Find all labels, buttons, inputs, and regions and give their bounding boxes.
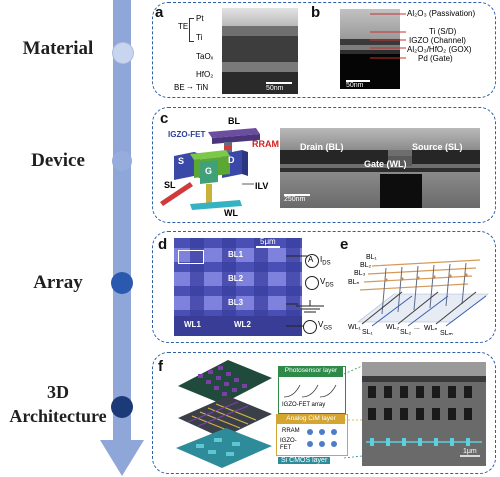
label-rram-f: RRAM — [282, 428, 300, 434]
label-d: D — [228, 155, 235, 165]
vds-source-icon — [305, 276, 319, 290]
label-be: BE — [174, 83, 185, 92]
label-vgs-sub: GS — [323, 325, 333, 332]
label-sl-c: SL — [164, 180, 176, 190]
label-b: b — [311, 4, 321, 21]
label-g: G — [205, 166, 213, 176]
label-bl-c: BL — [228, 116, 240, 126]
label-igzo-fet-f: IGZO-FET — [280, 438, 297, 451]
array-3d-schematic — [357, 259, 489, 327]
label-bl-e-1: BL₁ — [366, 254, 377, 261]
label-e: e — [340, 236, 349, 253]
label-gate: Gate (WL) — [364, 159, 407, 169]
scale-f: 1μm — [463, 448, 477, 455]
label-pt: Pt — [196, 14, 204, 23]
label-rram: RRAM — [252, 139, 279, 149]
label-hfo2: HfO₂ — [196, 70, 214, 79]
panel-array — [152, 231, 496, 343]
tem-image-b: 50nm — [340, 9, 400, 89]
label-wl-e-1: WL₁ — [348, 324, 361, 331]
layer-b-3: Al₂O₃/HfO₂ (GOX) — [407, 45, 472, 54]
label-wl-e-n: WLₙ — [424, 325, 438, 332]
label-sl-e-1: SL₁ — [362, 329, 373, 336]
label-wl-c: WL — [224, 208, 238, 218]
label-ilv: ILV — [255, 181, 269, 191]
label-tin: TiN — [196, 83, 209, 92]
label-wl2-d: WL2 — [234, 320, 251, 329]
label-ellipsis-e: ... — [414, 324, 420, 331]
ammeter-icon — [305, 254, 319, 268]
timeline-node-3d — [111, 396, 133, 418]
stage-label-array: Array — [33, 272, 83, 293]
panel-material — [152, 2, 496, 98]
label-vgs-main: V — [318, 320, 324, 329]
label-wl-e-2: WL₂ — [386, 324, 400, 331]
label-c: c — [160, 110, 169, 127]
label-wl1-d: WL1 — [184, 320, 201, 329]
timeline-arrow — [100, 0, 144, 476]
optical-image-d: 5μm BL1 BL2 BL3 WL1 WL2 — [174, 238, 302, 336]
label-sl-e-2: SL₂ — [400, 329, 412, 336]
timeline-node-array — [111, 272, 133, 294]
layer-b-2: IGZO (Channel) — [409, 36, 466, 45]
label-s: S — [178, 156, 185, 166]
label-bl-e-2: BL₂ — [360, 262, 372, 269]
label-ids-sub: DS — [322, 260, 331, 267]
scale-c: 250nm — [284, 196, 306, 203]
label-bl-e-n: BLₙ — [348, 279, 360, 286]
label-vds: VDS — [320, 277, 334, 289]
tem-image-a: 50nm — [222, 8, 298, 94]
te-bracket — [189, 18, 194, 42]
stage-label-material: Material — [22, 38, 94, 59]
analog-cells — [307, 429, 337, 447]
callout-connectors — [344, 365, 363, 459]
stack-3d-diagram — [176, 360, 272, 468]
layer-b-0: Al₂O₃ (Passivation) — [407, 9, 476, 18]
label-vds-main: V — [320, 277, 326, 286]
label-sl-e-m: SLₘ — [440, 330, 453, 337]
label-photosensor: Photosensor layer — [279, 367, 343, 377]
label-ti: Ti — [196, 33, 203, 42]
label-drain: Drain (BL) — [300, 142, 344, 152]
label-f: f — [158, 358, 163, 375]
label-bl-e-3: BL₃ — [354, 270, 366, 277]
label-vgs: VGS — [318, 320, 332, 332]
be-arrow: → — [186, 82, 194, 91]
panel-architecture — [152, 352, 496, 474]
layer-pointers-b — [370, 13, 406, 59]
photosensor-curves — [283, 384, 337, 398]
label-igzo-array: IGZO-FET array — [282, 402, 326, 408]
scale-a: 50nm — [266, 85, 284, 92]
label-a: a — [155, 4, 164, 21]
tem-image-c: 250nm Drain (BL) Source (SL) Gate (WL) — [280, 128, 480, 208]
label-vds-sub: DS — [325, 282, 334, 289]
label-source: Source (SL) — [412, 142, 463, 152]
timeline-node-device — [112, 151, 132, 171]
label-cmos: Si CMOS layer — [278, 457, 331, 464]
layer-b-4: Pd (Gate) — [418, 54, 453, 63]
label-d-panel: d — [158, 236, 168, 253]
label-ids-main: I — [320, 255, 323, 264]
label-bl3-d: BL3 — [228, 298, 244, 307]
label-ids: IDS — [320, 255, 331, 267]
timeline-node-material — [112, 42, 134, 64]
label-taox: TaOₓ — [196, 52, 214, 61]
ammeter-label: A — [308, 255, 314, 264]
label-analog: Analog CiM layer — [277, 415, 345, 424]
stage-label-architecture: 3D Architecture — [9, 382, 107, 426]
label-bl2-d: BL2 — [228, 274, 244, 283]
vgs-source-icon — [303, 320, 317, 334]
scale-b: 50nm — [346, 82, 364, 89]
panel-device — [152, 107, 496, 223]
label-te: TE — [178, 22, 189, 31]
stage-label-device: Device — [31, 150, 85, 171]
device-3d-diagram — [160, 128, 260, 210]
sem-structure-f — [366, 386, 482, 457]
label-bl1-d: BL1 — [228, 250, 244, 259]
label-igzo-fet: IGZO-FET — [168, 130, 206, 139]
layer-b-1: Ti (S/D) — [429, 27, 457, 36]
scale-d: 5μm — [260, 238, 276, 246]
